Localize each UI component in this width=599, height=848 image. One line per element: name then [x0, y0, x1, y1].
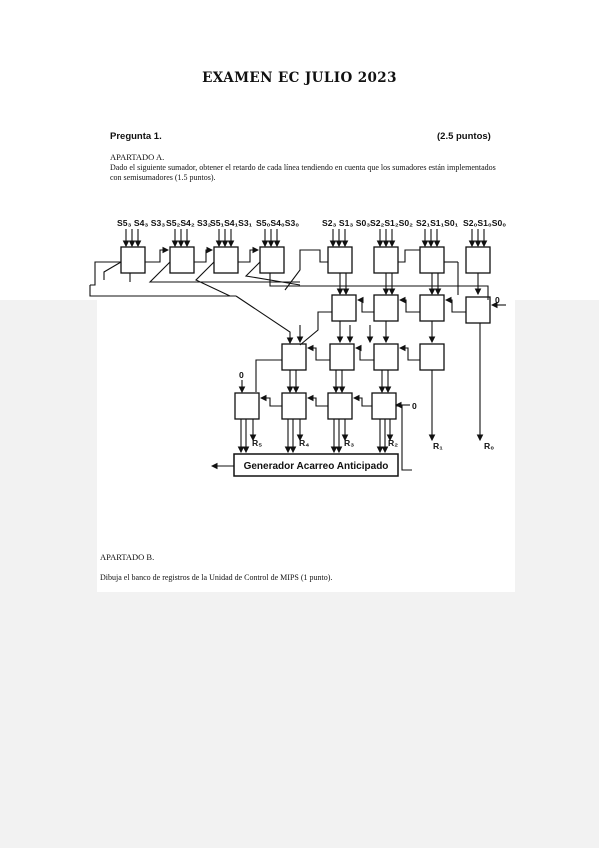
row3-wiring: [238, 344, 436, 442]
row2-wiring: [296, 296, 506, 442]
apartado-a-text: Dado el siguiente sumador, obtener el re…: [110, 163, 496, 182]
result-label: R₂: [388, 438, 398, 448]
result-label: R₅: [252, 438, 262, 448]
zero-label: 0: [495, 295, 500, 305]
result-label: R₃: [344, 438, 354, 448]
question-label: Pregunta 1.: [110, 131, 162, 142]
zero-label: 0: [412, 401, 417, 411]
input-label: S5₁S4₁S3₁: [210, 218, 253, 228]
input-label: S2₀S1₀S0₀: [463, 218, 506, 228]
result-label: R₄: [299, 438, 309, 448]
result-label: R₀: [484, 441, 494, 451]
apartado-b-text: Dibuja el banco de registros de la Unida…: [100, 573, 333, 582]
result-label: R₁: [433, 441, 443, 451]
exam-title: EXAMEN EC JULIO 2023: [202, 70, 397, 86]
carry-generator-box: [233, 453, 399, 477]
input-label: S5₀S4₀S3₀: [256, 218, 299, 228]
carry-generator-label: Generador Acarreo Anticipado: [244, 461, 389, 472]
adder-row-2: [331, 294, 491, 324]
right-wiring: [284, 249, 482, 296]
apartado-b-heading: APARTADO B.: [100, 552, 155, 562]
adder-row-1: [120, 246, 491, 274]
upper-wiring: [89, 246, 489, 345]
input-label: S5₃ S4₃ S3₃: [117, 218, 165, 228]
row4-wiring: [210, 394, 412, 471]
input-label: S2₃ S1₃ S0₃: [322, 218, 370, 228]
apartado-a-heading: APARTADO A.: [110, 152, 165, 162]
adder-row-3: [281, 343, 445, 371]
zero-label: 0: [239, 370, 244, 380]
input-label: S5₂S4₂ S3₂: [166, 218, 212, 228]
input-labels: S5₃ S4₃ S3₃ S5₂S4₂ S3₂ S5₁S4₁S3₁ S5₀S4₀S…: [117, 218, 506, 228]
input-label: S2₁S1₁S0₁: [416, 218, 459, 228]
input-label: S2₂S1₂S0₂: [370, 218, 413, 228]
question-points: (2.5 puntos): [437, 131, 491, 142]
input-arrows: [122, 229, 488, 248]
